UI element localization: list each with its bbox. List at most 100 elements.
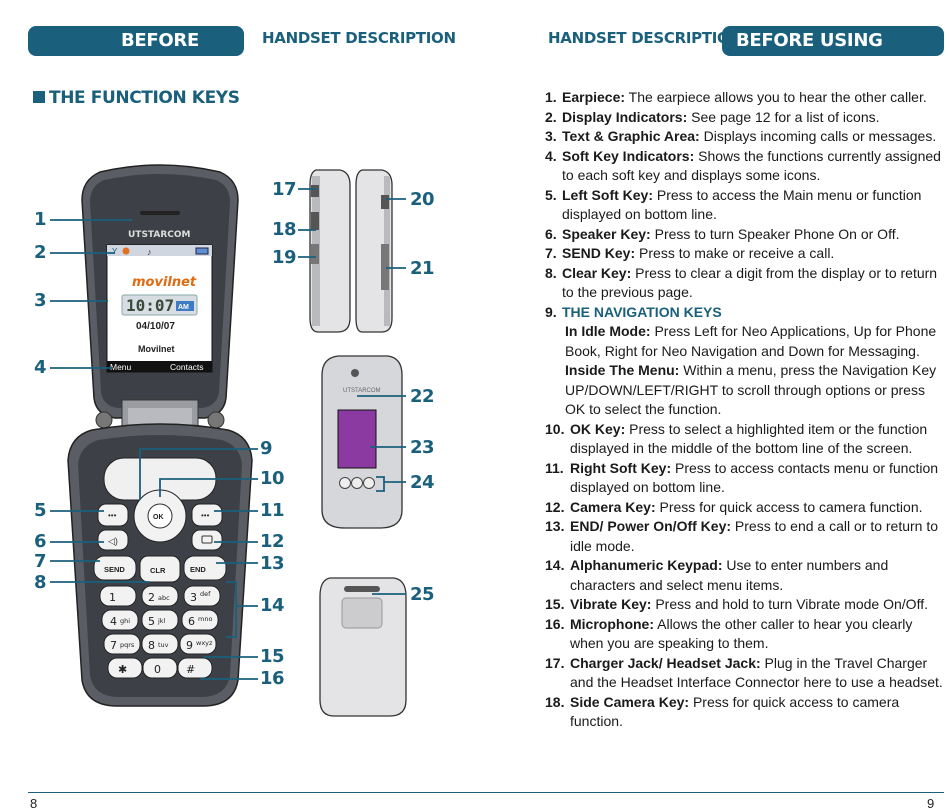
list-item: 1.Earpiece: The earpiece allows you to h… <box>545 89 927 105</box>
key-4-label: 4 <box>110 615 117 628</box>
brand-logo-small: UTSTARCOM <box>343 388 381 394</box>
nav-idle-mode: In Idle Mode: Press Left for Neo Applica… <box>565 323 937 359</box>
camera-key[interactable] <box>191 529 223 551</box>
callout-16: 16 <box>260 668 285 689</box>
key-7[interactable] <box>103 633 141 655</box>
list-item: 18.Side Camera Key: Press for quick acce… <box>545 693 900 730</box>
carrier-logo: movilnet <box>132 275 197 290</box>
side-key-19[interactable] <box>311 244 319 264</box>
list-item: 11.Right Soft Key: Press to access conta… <box>545 459 939 496</box>
list-item: 13.END/ Power On/Off Key: Press to end a… <box>545 518 939 554</box>
callout-3: 3 <box>34 290 47 311</box>
list-item: 10.OK Key: Press to select a highlighted… <box>545 420 928 457</box>
callout-5: 5 <box>34 500 47 521</box>
key-4[interactable] <box>101 609 139 631</box>
callout-14: 14 <box>260 595 285 616</box>
key-7-letters: pqrs <box>120 641 135 649</box>
key-2-letters: abc <box>158 594 170 602</box>
key-2[interactable] <box>141 585 179 607</box>
list-item: 5.Left Soft Key: Press to access the Mai… <box>545 186 922 223</box>
ampm-label: AM <box>178 304 189 311</box>
key-1[interactable] <box>99 585 137 607</box>
signal-icon: Y <box>112 247 118 256</box>
key-5-letters: jkl <box>157 617 166 625</box>
callout-22: 22 <box>410 386 435 407</box>
callout-4: 4 <box>34 357 47 378</box>
key-9[interactable] <box>179 633 217 655</box>
list-item: 15.Vibrate Key: Press and hold to turn V… <box>545 596 928 612</box>
header-tab-left: BEFORE USING <box>28 26 244 81</box>
camera-lens <box>351 369 359 377</box>
end-key[interactable] <box>183 555 227 581</box>
square-bullet-icon <box>33 91 45 103</box>
key-7-label: 7 <box>110 639 117 652</box>
clear-key[interactable] <box>139 555 181 583</box>
list-item: 3.Text & Graphic Area: Displays incoming… <box>545 128 937 144</box>
left-soft-key[interactable] <box>97 503 129 527</box>
key-star[interactable] <box>107 657 143 679</box>
callout-7: 7 <box>34 551 47 572</box>
list-item: 12.Camera Key: Press for quick access to… <box>545 498 923 515</box>
list-item: 16.Microphone: Allows the other caller t… <box>545 615 913 652</box>
side-camera-key[interactable] <box>311 212 319 230</box>
nav-inside-menu: Inside The Menu: Within a menu, press th… <box>565 362 937 417</box>
callout-9: 9 <box>260 438 273 459</box>
list-item: 7.SEND Key: Press to make or receive a c… <box>545 245 835 261</box>
screen-network: Movilnet <box>138 344 175 354</box>
key-0-label: 0 <box>154 663 161 676</box>
list-item: 8.Clear Key: Press to clear a digit from… <box>545 264 938 301</box>
header-subtitle-right: HANDSET DESCRIPTION <box>548 29 742 47</box>
list-item: 4.Soft Key Indicators: Shows the functio… <box>545 147 941 184</box>
section-title-text: THE FUNCTION KEYS <box>49 88 240 108</box>
side-key-21[interactable] <box>381 244 389 290</box>
battery-icon <box>195 247 209 255</box>
key-8[interactable] <box>141 633 179 655</box>
key-hash[interactable] <box>177 657 213 679</box>
softkey-left-label: Menu <box>110 362 132 372</box>
speaker-key[interactable] <box>97 529 129 551</box>
function-key-list: 1.Earpiece: The earpiece allows you to h… <box>545 88 945 732</box>
key-5-label: 5 <box>148 615 155 628</box>
brand-logo: UTSTARCOM <box>128 230 191 240</box>
speaker-icon: ◁) <box>108 536 118 546</box>
list-item: 17.Charger Jack/ Headset Jack: Plug in t… <box>545 654 943 691</box>
key-5[interactable] <box>141 609 179 631</box>
callout-13: 13 <box>260 553 285 574</box>
nav-keys-item: 9.THE NAVIGATION KEYS <box>545 303 722 320</box>
nav-keys-title: THE NAVIGATION KEYS <box>562 303 722 320</box>
key-0[interactable] <box>142 657 178 679</box>
callout-23: 23 <box>410 437 435 458</box>
key-3[interactable] <box>183 585 221 607</box>
callout-15: 15 <box>260 646 285 667</box>
clock-time: 10:07 <box>126 296 174 315</box>
side-key-20[interactable] <box>381 195 389 209</box>
softkey-bar <box>107 361 212 372</box>
camera-icon <box>201 535 213 544</box>
key-star-label: ✱ <box>118 663 127 676</box>
callout-lines <box>50 188 406 680</box>
screen-date: 04/10/07 <box>136 321 175 332</box>
key-1-label: 1 <box>109 591 116 604</box>
phone-back <box>319 577 407 717</box>
key-6[interactable] <box>181 609 219 631</box>
back-speaker <box>344 586 380 592</box>
end-key-label: END <box>190 565 206 574</box>
send-key[interactable] <box>93 555 137 581</box>
key-6-label: 6 <box>188 615 195 628</box>
ampm-badge <box>176 301 194 311</box>
key-2-label: 2 <box>148 591 155 604</box>
ok-key-label: OK <box>153 514 164 521</box>
list-item: 2.Display Indicators: See page 12 for a … <box>545 108 880 125</box>
page-number-right: 9 <box>927 796 935 811</box>
key-3-label: 3 <box>190 591 197 604</box>
handset-diagram: UTSTARCOM Y ♪ movilnet 10:07 AM 04/10/07… <box>50 164 407 717</box>
right-soft-key[interactable] <box>191 503 223 527</box>
page-number-left: 8 <box>30 796 38 811</box>
callout-12: 12 <box>260 531 285 552</box>
callout-1: 1 <box>34 209 47 230</box>
ok-key[interactable] <box>147 503 173 529</box>
phone-side-views <box>309 169 393 333</box>
phone-closed-front: UTSTARCOM <box>321 355 403 529</box>
svg-text:•••: ••• <box>201 511 210 520</box>
earpiece-grille <box>140 211 180 215</box>
